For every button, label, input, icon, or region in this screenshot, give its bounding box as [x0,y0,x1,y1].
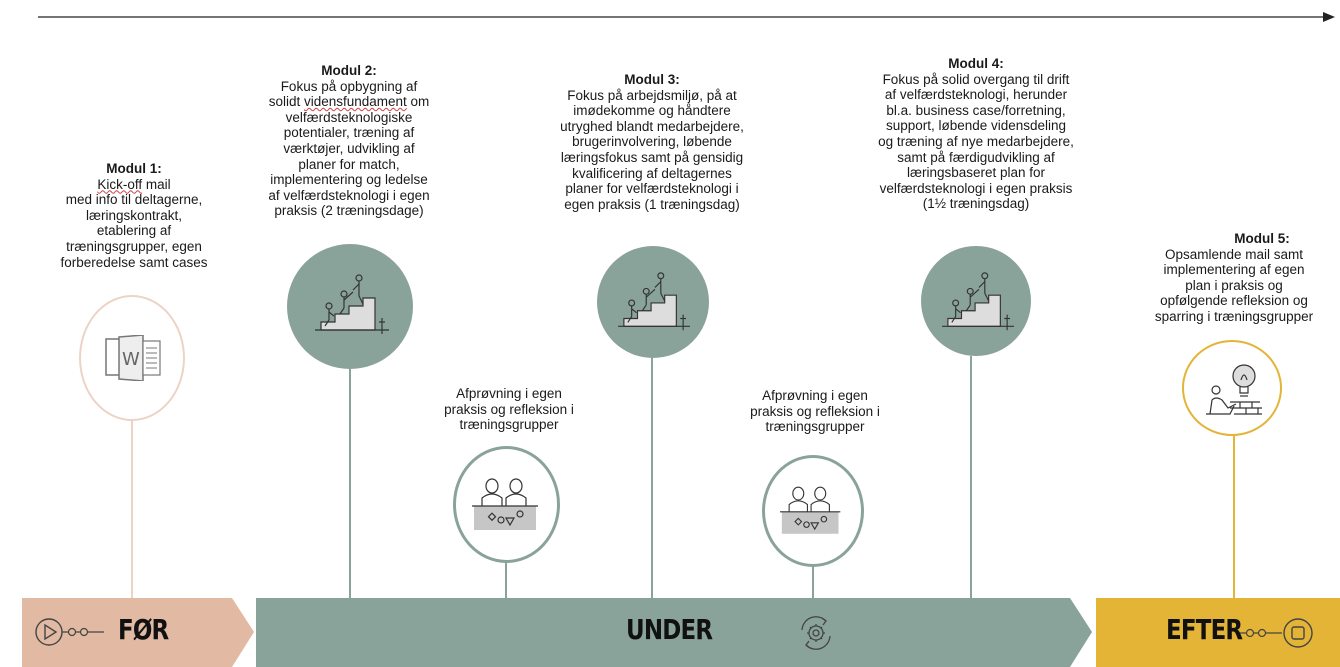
modul-3-circle [597,246,709,358]
stairs-people-icon [618,272,690,331]
practice-2-line-1: Afprøvning i egen [762,388,868,403]
modul-2-line-3: velfærdsteknologiske [285,109,413,125]
modul-4-line-4: support, løbende vidensdeling [885,118,1067,134]
modul-5-line-5: sparring i træningsgrupper [1154,308,1314,324]
practice-1-line-1: Afprøvning i egen [456,386,562,401]
modul-5-circle [1182,340,1282,436]
modul-4-line-8: velfærdsteknologi i egen praksis [879,180,1073,196]
modul-2-line-2: solidt vidensfundament om [268,94,430,110]
modul-3-title: Modul 3: [624,72,680,87]
modul-1-line-4: etablering af [96,223,172,239]
practice-2-text: Afprøvning i egen praksis og refleksion … [720,388,910,435]
modul-4-line-6: samt på færdigudvikling af [897,149,1055,165]
group-discussion-icon [472,478,538,530]
modul-2-line-6: planer for match, [298,156,400,172]
modul-5-text: Modul 5: Opsamlende mail samt implemente… [1130,231,1338,325]
modul-5-line-1: Opsamlende mail samt [1164,246,1304,262]
modul-4-line-2: af velfærdsteknologi, herunder [884,87,1068,103]
modul-3-line-1: Fokus på arbejdsmiljø, på at [567,87,737,103]
modul-1-line-6: forberedelse samt cases [60,254,208,270]
modul-4-title: Modul 4: [948,56,1004,71]
modul-3-line-5: læringsfokus samt på gensidig [560,149,744,165]
stairs-people-icon [942,272,1014,331]
svg-text:W: W [122,349,140,370]
phase-banner-for [22,598,254,667]
modul-2-line-9: praksis (2 træningsdage) [274,203,424,219]
word-document-icon: W [105,335,161,381]
modul-1-line-5: træningsgrupper, egen [66,238,202,254]
stem-modul-1 [131,420,133,598]
modul-2-title: Modul 2: [321,63,377,78]
modul-5-line-3: plan i praksis og [1185,277,1283,293]
modul-3-line-6: kvalificering af deltagernes [572,165,732,181]
practice-2-line-3: træningsgrupper [765,419,865,435]
modul-1-line-3: læringskontrakt, [85,207,183,223]
modul-5-line-2: implementering af egen [1163,262,1305,278]
modul-3-line-8: egen praksis (1 træningsdag) [564,196,740,212]
modul-1-line-2: med info til deltagerne, [65,192,203,208]
phase-label-efter: EFTER [1166,613,1243,646]
modul-2-line-7: implementering og ledelse [270,172,428,188]
modul-3-line-7: planer for velfærdsteknologi i [565,181,739,197]
modul-2-text: Modul 2: Fokus på opbygning af solidt vi… [236,63,462,219]
stem-modul-5 [1233,436,1235,598]
modul-4-line-3: bl.a. business case/forretning, [886,102,1066,118]
timeline-arrow [38,12,1335,22]
phase-banner-under [256,598,1092,667]
modul-4-line-5: og træning af nye medarbejdere, [878,133,1074,149]
play-icon[interactable] [34,617,106,647]
practice-1-line-3: træningsgrupper [459,417,559,433]
modul-5-line-4: opfølgende refleksion og [1160,293,1308,309]
group-discussion-icon [780,486,841,534]
phase-banner-efter [1096,598,1340,667]
stem-practice-1 [505,562,507,598]
modul-1-title: Modul 1: [106,161,162,176]
modul-2-line-8: af velfærdsteknologi i egen [268,187,430,203]
modul-4-line-7: læringsbaseret plan for [906,165,1046,181]
gear-cycle-icon[interactable] [796,614,836,652]
modul-4-line-9: (1½ træningsdag) [922,196,1030,212]
stem-modul-2 [349,356,351,598]
practice-1-line-2: praksis og refleksion i [444,401,574,417]
phase-label-for: FØR [118,613,169,646]
modul-3-text: Modul 3: Fokus på arbejdsmiljø, på at im… [532,72,772,212]
modul-1-text: Modul 1: Kick-off mail med info til delt… [36,161,232,270]
modul-2-line-1: Fokus på opbygning af [280,78,418,94]
stem-practice-2 [812,566,814,598]
modul-5-title: Modul 5: [1234,231,1290,246]
modul-4-text: Modul 4: Fokus på solid overgang til dri… [848,56,1104,212]
modul-2-line-4: potentialer, træning af [283,125,415,141]
modul-4-circle [921,246,1031,356]
modul-3-line-2: imødekomme og håndtere [573,103,731,119]
practice-2-circle [762,455,864,567]
practice-1-text: Afprøvning i egen praksis og refleksion … [414,386,604,433]
modul-1-line-1: Kick-off mail [97,176,171,192]
modul-3-line-3: utryghed blandt medarbejdere, [560,118,744,134]
stem-modul-3 [651,356,653,598]
modul-2-line-5: værktøjer, udvikling af [283,140,415,156]
stop-icon[interactable] [1236,617,1326,649]
stairs-people-icon [315,274,389,334]
practice-2-line-2: praksis og refleksion i [750,403,880,419]
phase-label-under: UNDER [626,613,713,646]
modul-3-line-4: brugerinvolvering, løbende [572,134,732,150]
modul-4-line-1: Fokus på solid overgang til drift [882,71,1070,87]
stem-modul-4 [970,356,972,598]
lightbulb-person-icon [1206,364,1262,415]
